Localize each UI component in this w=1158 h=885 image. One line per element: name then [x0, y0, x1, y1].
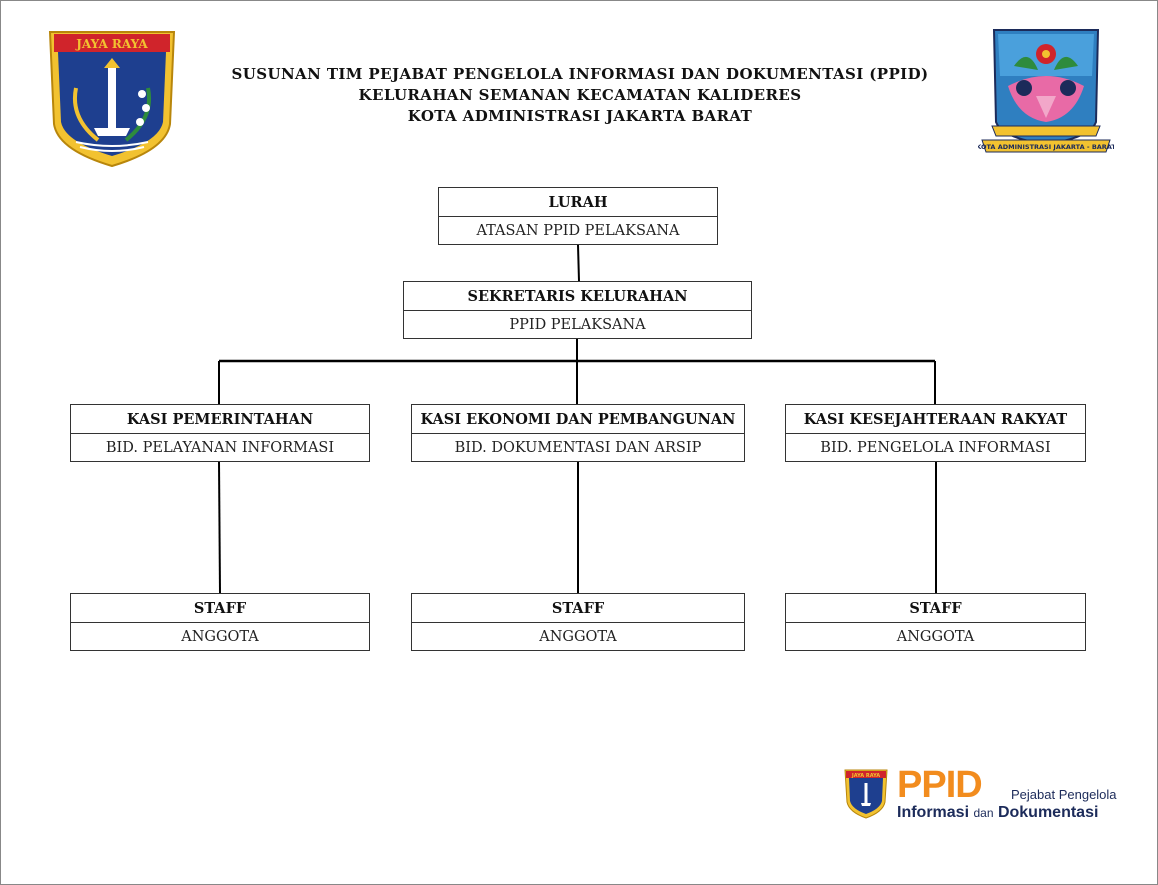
- node-title: STAFF: [71, 594, 369, 623]
- node-role: BID. PENGELOLA INFORMASI: [820, 440, 1051, 456]
- title-line-3: KOTA ADMINISTRASI JAKARTA BARAT: [407, 107, 753, 125]
- node-role: ANGGOTA: [896, 629, 975, 645]
- node-title: KASI EKONOMI DAN PEMBANGUNAN: [412, 405, 744, 434]
- node-role: ANGGOTA: [181, 629, 259, 645]
- ppid-tagline-informasi: Informasi: [897, 804, 970, 821]
- node-role: BID. DOKUMENTASI DAN ARSIP: [454, 440, 702, 456]
- jakarta-coat-of-arms-icon: JAYA RAYA: [48, 31, 176, 168]
- node-kasi-kesra: KASI KESEJAHTERAAN RAKYAT BID. PENGELOLA…: [785, 404, 1086, 462]
- node-role: ATASAN PPID PELAKSANA: [476, 223, 680, 239]
- right-logo-motto: KOTA ADMINISTRASI JAKARTA - BARAT: [978, 143, 1114, 151]
- title-line-1: SUSUNAN TIM PEJABAT PENGELOLA INFORMASI …: [231, 65, 929, 83]
- node-sekretaris: SEKRETARIS KELURAHAN PPID PELAKSANA: [403, 281, 752, 339]
- node-staff-2: STAFF ANGGOTA: [411, 593, 745, 651]
- connector-kasi-staff-1: [218, 461, 221, 594]
- ppid-logo-banner: JAYA RAYA: [851, 773, 880, 779]
- title-line-2: KELURAHAN SEMANAN KECAMATAN KALIDERES: [358, 86, 802, 104]
- ppid-tagline-bottom: Informasi dan Dokumentasi: [897, 804, 1098, 822]
- node-title: LURAH: [439, 188, 717, 217]
- ppid-logo-icon: JAYA RAYA: [844, 769, 888, 819]
- left-logo-banner: JAYA RAYA: [75, 37, 148, 51]
- node-title: STAFF: [786, 594, 1085, 623]
- node-staff-3: STAFF ANGGOTA: [785, 593, 1086, 651]
- ppid-tagline-top: Pejabat Pengelola: [1011, 787, 1117, 802]
- node-title: STAFF: [412, 594, 744, 623]
- node-title: KASI KESEJAHTERAAN RAKYAT: [786, 405, 1085, 434]
- ppid-tagline-dan: dan: [973, 806, 994, 820]
- node-role: ANGGOTA: [539, 629, 617, 645]
- node-kasi-ekonomi: KASI EKONOMI DAN PEMBANGUNAN BID. DOKUME…: [411, 404, 745, 462]
- node-role: PPID PELAKSANA: [509, 317, 646, 333]
- connector-lurah-sekretaris: [577, 244, 580, 282]
- node-title: SEKRETARIS KELURAHAN: [404, 282, 751, 311]
- ppid-tagline-dokumentasi: Dokumentasi: [997, 804, 1099, 821]
- node-staff-1: STAFF ANGGOTA: [70, 593, 370, 651]
- node-title: KASI PEMERINTAHAN: [71, 405, 369, 434]
- node-role: BID. PELAYANAN INFORMASI: [105, 440, 335, 456]
- west-jakarta-emblem-icon: KOTA ADMINISTRASI JAKARTA - BARAT: [978, 29, 1114, 153]
- node-kasi-pemerintahan: KASI PEMERINTAHAN BID. PELAYANAN INFORMA…: [70, 404, 370, 462]
- ppid-wordmark: PPID: [897, 764, 983, 806]
- ppid-logo: JAYA RAYA PPID Pejabat Pengelola Informa…: [843, 764, 1133, 826]
- page-title: SUSUNAN TIM PEJABAT PENGELOLA INFORMASI …: [180, 64, 980, 127]
- node-lurah: LURAH ATASAN PPID PELAKSANA: [438, 187, 718, 245]
